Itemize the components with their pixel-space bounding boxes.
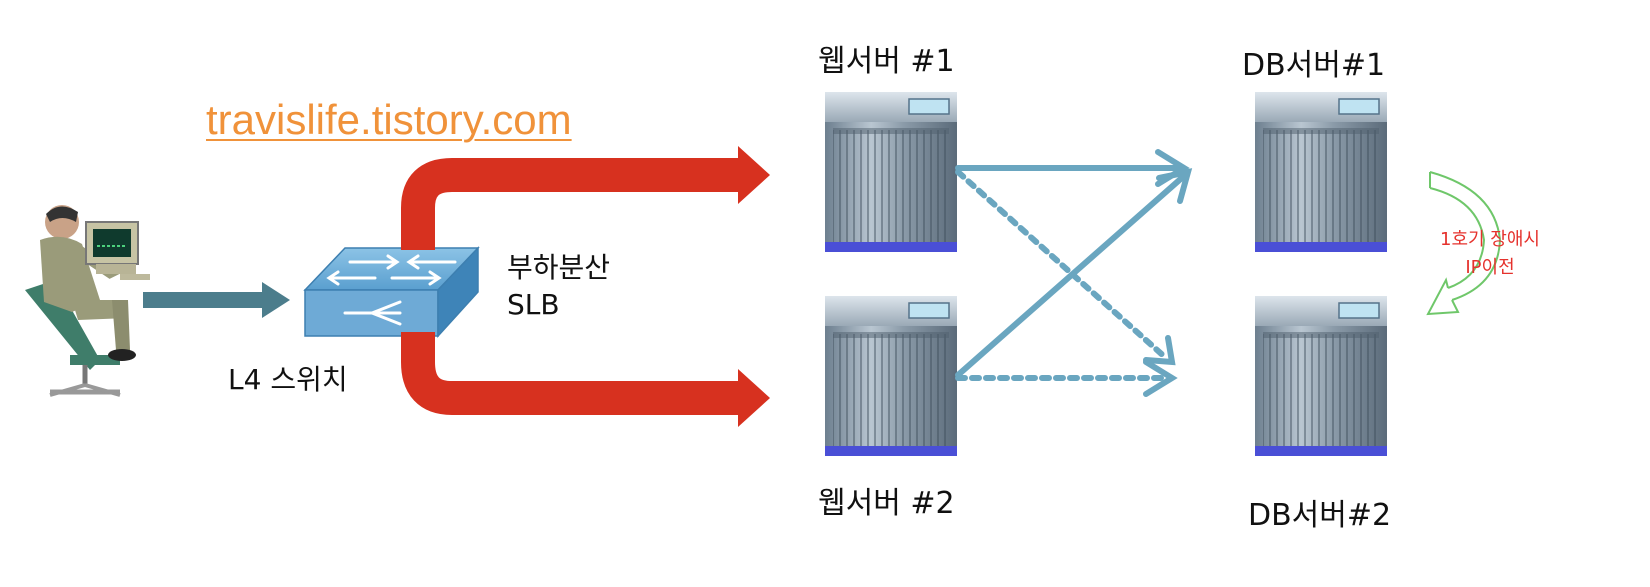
web1-to-db2-standby-link [955, 169, 1176, 366]
web-server-1-icon [825, 92, 957, 252]
web-server-2-icon [825, 296, 957, 456]
web1-to-db1-link [955, 149, 1190, 187]
failover-note: 1호기 장애시 IP이전 [1420, 226, 1560, 282]
l4-switch-icon [303, 246, 480, 338]
web2-to-db2-standby-link [955, 359, 1178, 397]
switch-role-line2: SLB [507, 288, 560, 321]
db-server-2-label: DB서버#2 [1248, 498, 1392, 533]
web-server-2-label: 웹서버 #2 [818, 486, 955, 521]
db-server-1-label: DB서버#1 [1242, 48, 1386, 83]
client-user-icon [25, 205, 150, 397]
load-balance-arrow-upper [401, 146, 770, 250]
web-server-1-label: 웹서버 #1 [818, 44, 955, 79]
switch-role-line1: 부하분산 [507, 251, 611, 284]
switch-name-label: L4 스위치 [228, 363, 348, 396]
failover-arrow [1426, 171, 1502, 316]
failover-note-line2: IP이전 [1465, 257, 1515, 278]
db-server-1-icon [1255, 92, 1387, 252]
client-to-switch-arrow [143, 282, 290, 318]
watermark-url: travislife.tistory.com [206, 96, 572, 143]
db-server-2-icon [1255, 296, 1387, 456]
failover-note-line1: 1호기 장애시 [1440, 229, 1540, 250]
load-balance-arrow-lower [401, 332, 770, 427]
